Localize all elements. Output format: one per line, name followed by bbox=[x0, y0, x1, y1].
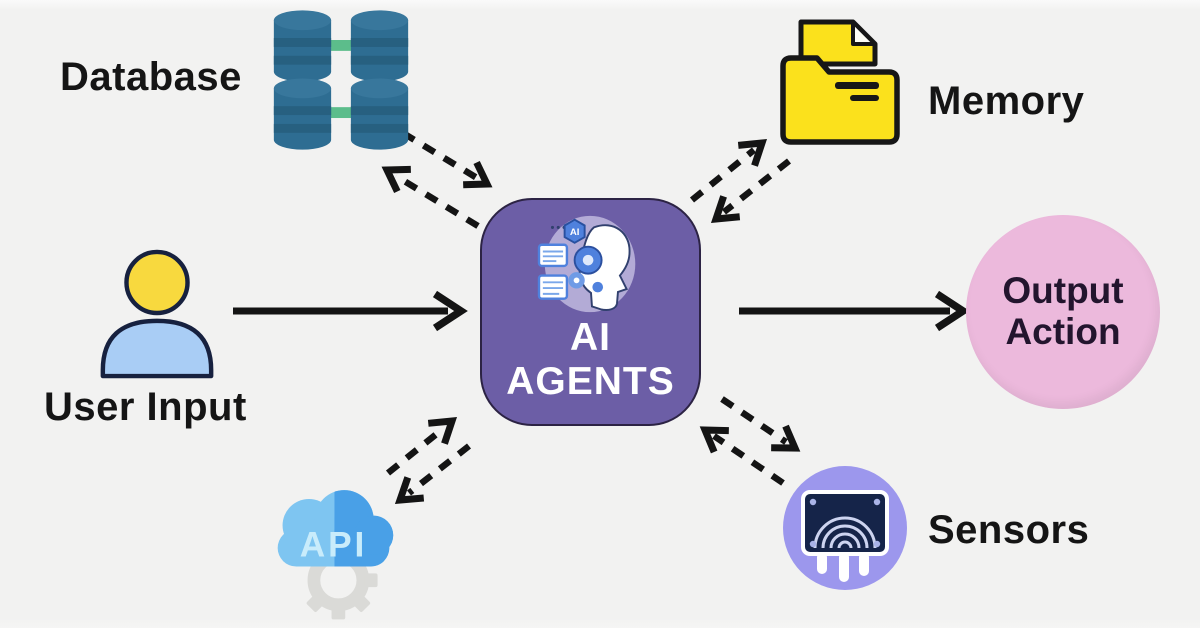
arrow-agents-api bbox=[385, 416, 472, 504]
sensor-chip-icon bbox=[801, 490, 889, 582]
memory-label: Memory bbox=[928, 79, 1085, 123]
output-action-label-line1: Output bbox=[1002, 270, 1124, 312]
api-label: API bbox=[300, 526, 368, 565]
ai-badge-text: AI bbox=[569, 227, 579, 238]
ai-agents-label-line1: AI bbox=[569, 316, 611, 359]
node-sensors bbox=[783, 466, 907, 590]
node-output-action: Output Action bbox=[966, 215, 1160, 409]
node-api: API bbox=[262, 470, 404, 620]
node-ai-agents: AI AI AGENTS bbox=[480, 198, 701, 426]
arrow-agents-sensors bbox=[699, 396, 801, 486]
person-icon bbox=[100, 249, 214, 379]
ai-head-icon: AI bbox=[533, 212, 649, 316]
arrow-agents-database bbox=[381, 130, 493, 229]
folder-document-icon bbox=[780, 19, 900, 145]
node-user-input bbox=[93, 246, 221, 382]
node-database bbox=[262, 8, 420, 152]
api-cloud-icon: API bbox=[277, 490, 394, 620]
ai-agents-label-line2: AGENTS bbox=[506, 359, 675, 403]
sensors-label: Sensors bbox=[928, 508, 1090, 552]
database-label: Database bbox=[60, 55, 242, 99]
arrow-user-to-agents bbox=[233, 290, 468, 332]
user-input-label: User Input bbox=[44, 385, 247, 429]
arrow-agents-memory bbox=[689, 138, 792, 223]
arrow-agents-to-output bbox=[739, 290, 970, 332]
database-cluster-icon bbox=[273, 10, 409, 150]
output-action-label-line2: Action bbox=[1005, 311, 1121, 352]
node-memory bbox=[773, 6, 908, 148]
